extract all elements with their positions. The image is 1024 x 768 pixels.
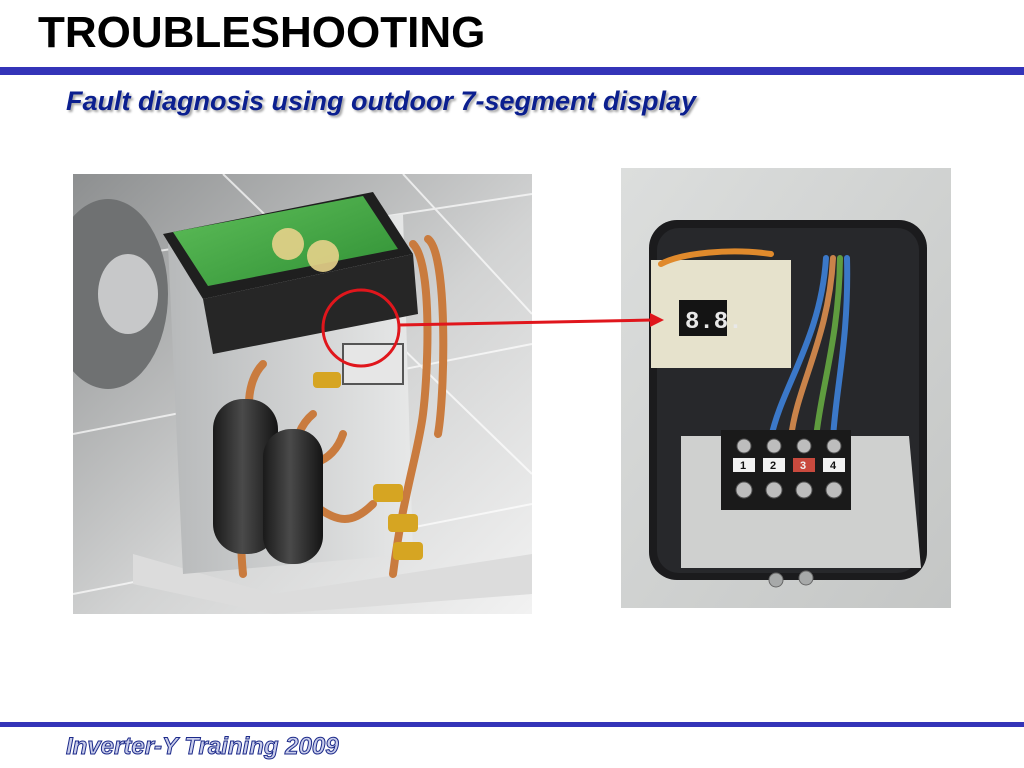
control-board-photo: 8.8. 1 2 3 4 — [621, 168, 951, 608]
slide-subtitle: Fault diagnosis using outdoor 7-segment … — [66, 86, 697, 116]
terminal-label-3: 3 — [800, 460, 806, 472]
outdoor-unit-illustration — [73, 174, 532, 614]
terminal-label-4: 4 — [830, 460, 837, 472]
footer-rule — [0, 722, 1024, 727]
slide-title: TROUBLESHOOTING — [38, 8, 486, 57]
header-rule — [0, 67, 1024, 75]
terminal-label-2: 2 — [770, 460, 776, 472]
seven-segment-readout: 8.8. — [685, 309, 743, 336]
terminal-label-1: 1 — [740, 460, 746, 472]
slide-footer: Inverter-Y Training 2009 — [66, 733, 340, 761]
